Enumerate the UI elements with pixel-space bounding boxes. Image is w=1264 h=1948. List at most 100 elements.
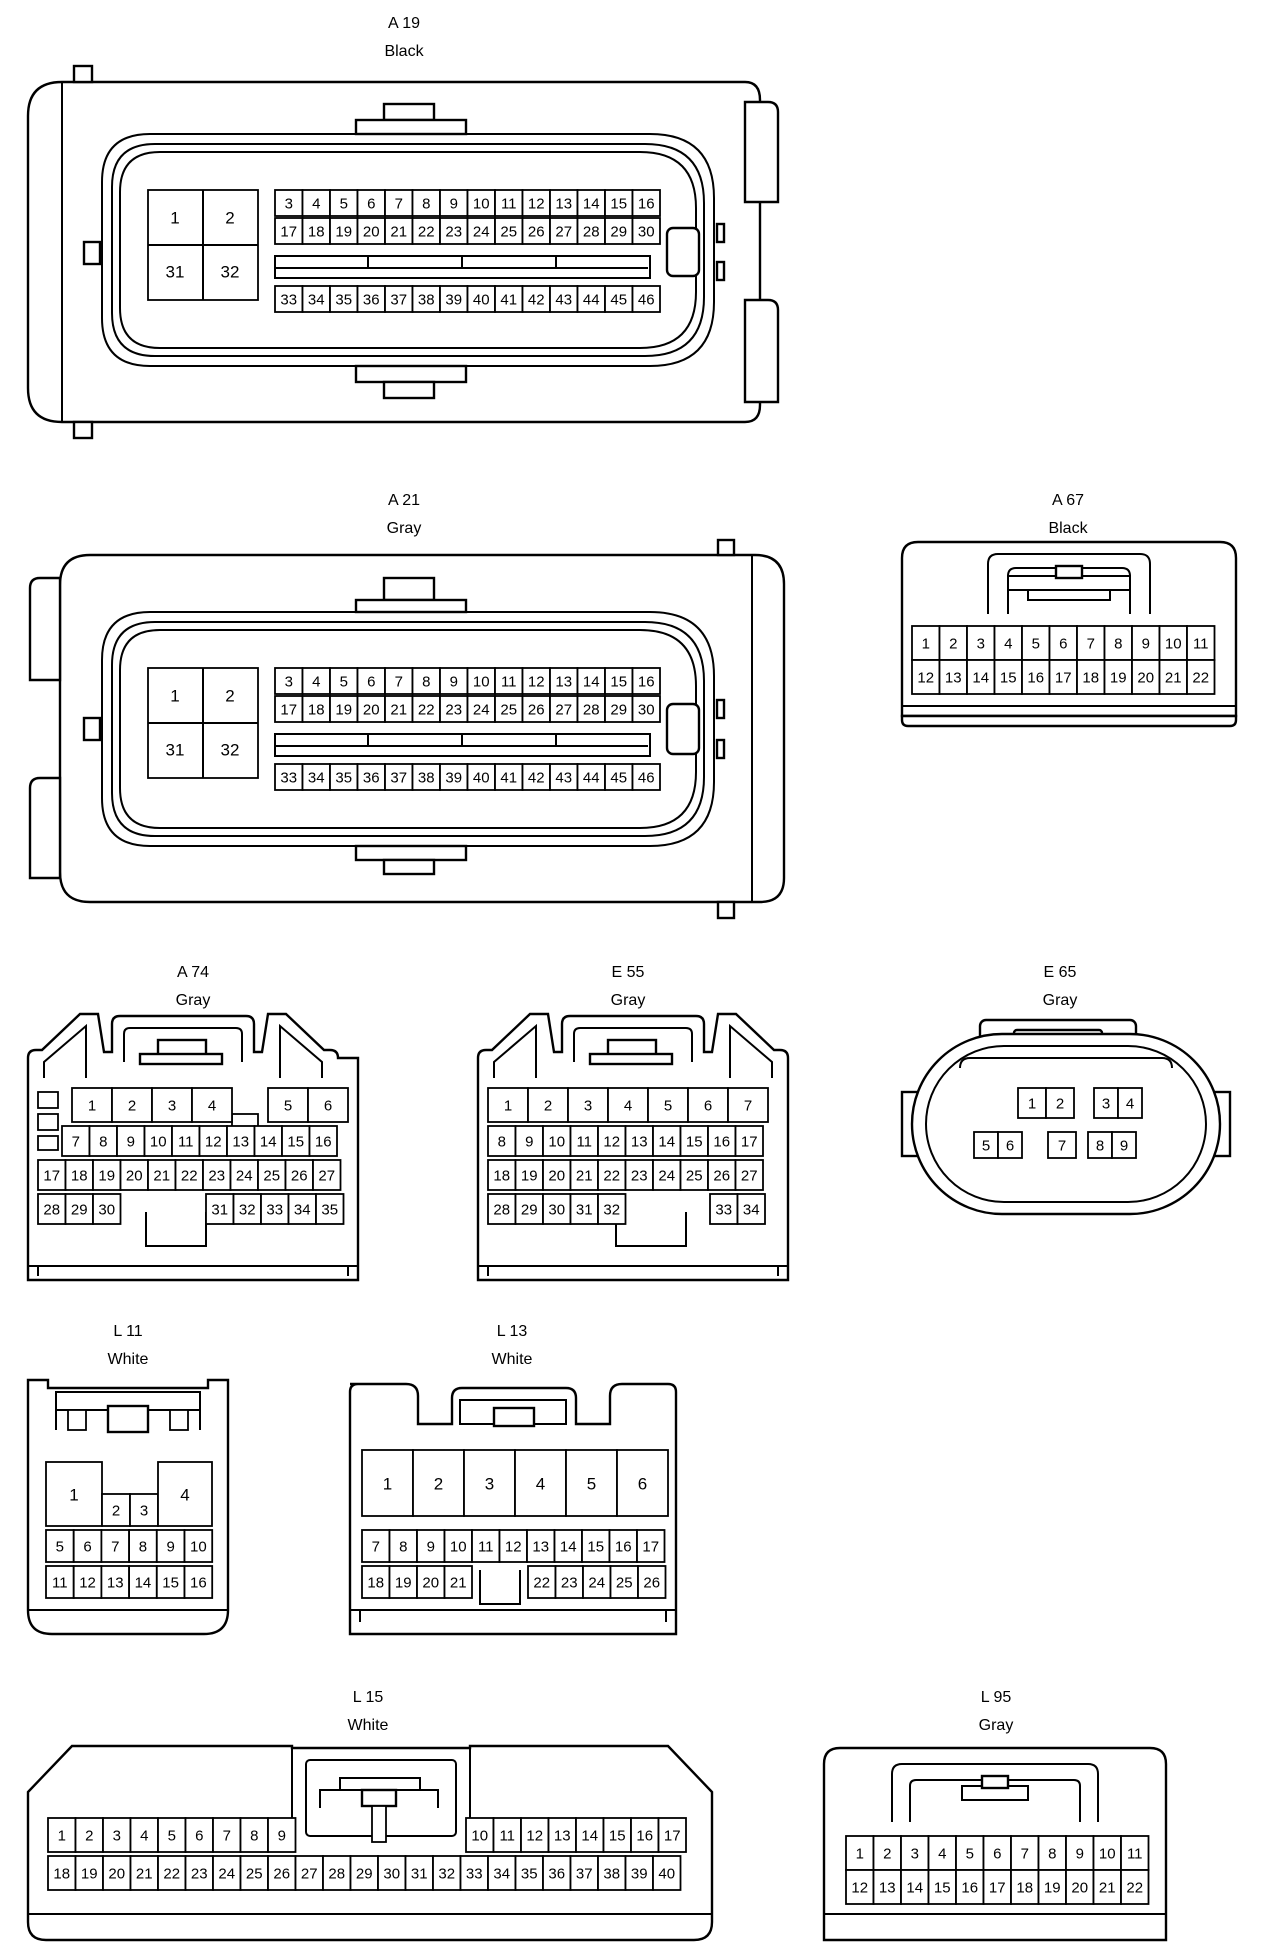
terminal-number: 4 [312,196,320,213]
terminal-cell [1065,1869,1095,1905]
terminal-number: 38 [603,1866,620,1883]
terminal-number: 13 [631,1134,648,1151]
svg-text:1: 1 [170,687,179,706]
terminal-number: 1 [504,1098,512,1115]
terminal-cell [679,1125,709,1157]
terminal-number: 39 [445,292,462,309]
terminal-number: 15 [609,1828,626,1845]
connector-label: A 21 [388,492,420,509]
terminal-cell [487,1159,517,1191]
terminal-cell [361,1565,391,1599]
terminal-number: 1 [383,1475,392,1494]
terminal-number: 15 [610,674,627,691]
connector-label: L 13 [497,1323,528,1340]
terminal-cell [274,667,304,695]
connector-color: White [492,1351,533,1368]
terminal-cell [637,1565,667,1599]
terminal-cell [322,1855,352,1891]
terminal-cell [61,1125,91,1157]
terminal-number: 10 [548,1134,565,1151]
terminal-cell [494,285,524,313]
terminal-cell [709,1193,739,1225]
terminal-cell [307,1087,349,1123]
terminal-number: 3 [1102,1096,1110,1113]
terminals: 1 2 31 32 [147,667,651,779]
terminal-number: 12 [526,1828,543,1845]
terminal-cell [636,1529,666,1563]
terminal-number: 27 [318,1168,335,1185]
terminal-number: 18 [71,1168,88,1185]
terminal-number: 39 [445,770,462,787]
terminal-cell [356,667,386,695]
terminal-cell [361,1529,391,1563]
terminal-number: 3 [485,1475,494,1494]
terminal-cell [631,217,661,245]
terminal-number: 5 [982,1138,990,1155]
terminal-number: 12 [528,196,545,213]
terminal-cell [1045,1087,1075,1119]
terminal-number: 29 [71,1202,88,1219]
terminal-cell [514,1125,544,1157]
terminal-cell [466,695,496,723]
connector-label: L 15 [353,1689,384,1706]
terminal-number: 24 [473,224,490,241]
terminal-cell [466,189,496,217]
terminal-number: 7 [223,1828,231,1845]
terminal-number: 46 [638,770,655,787]
terminal-number: 26 [528,224,545,241]
terminal-cell [281,1125,311,1157]
terminal-cell [411,763,441,791]
terminal-cell [64,1193,94,1225]
terminal-cell [361,1449,414,1517]
terminal-cell [494,189,524,217]
terminal-cell [102,1855,132,1891]
terminal-cell [549,285,579,313]
terminal-number: 25 [246,1866,263,1883]
terminal-cell [384,695,414,723]
terminal-number: 27 [741,1168,758,1185]
terminal-cell [567,1087,609,1123]
terminal-number: 9 [1142,636,1150,653]
terminal-number: 8 [1048,1846,1056,1863]
terminal-cell [411,189,441,217]
terminal-cell [973,1131,999,1159]
terminal-number: 9 [450,196,458,213]
terminal-number: 18 [308,224,325,241]
terminal-cell [1087,1131,1113,1159]
terminal-number: 45 [610,770,627,787]
terminal-number: 34 [743,1202,760,1219]
terminal-number: 42 [528,292,545,309]
terminal-number: 11 [1127,1846,1143,1863]
terminal-number: 38 [418,292,435,309]
terminal-cell [734,1159,764,1191]
terminal-cell [1120,1869,1150,1905]
terminal-number: 24 [236,1168,253,1185]
terminal-cell [301,285,331,313]
terminal-number: 27 [555,702,572,719]
connector-color: Gray [611,992,646,1009]
terminal-cell [92,1159,122,1191]
terminal-number: 6 [83,1539,91,1556]
terminal-cell [92,1193,122,1225]
terminal-number: 45 [610,292,627,309]
terminal-cell [597,1125,627,1157]
terminal-number: 25 [263,1168,280,1185]
terminal-number: 9 [278,1828,286,1845]
terminal-number: 24 [218,1866,235,1883]
terminal-number: 25 [500,224,517,241]
terminal-cell [267,1817,297,1853]
terminal-number: 3 [285,196,293,213]
terminal-number: 9 [450,674,458,691]
terminal-cell [652,1855,682,1891]
terminal-number: 14 [135,1575,152,1592]
terminal-cell [412,1449,465,1517]
terminal-number: 31 [576,1202,593,1219]
terminal-number: 2 [1056,1096,1064,1113]
terminal-number: 10 [1099,1846,1116,1863]
